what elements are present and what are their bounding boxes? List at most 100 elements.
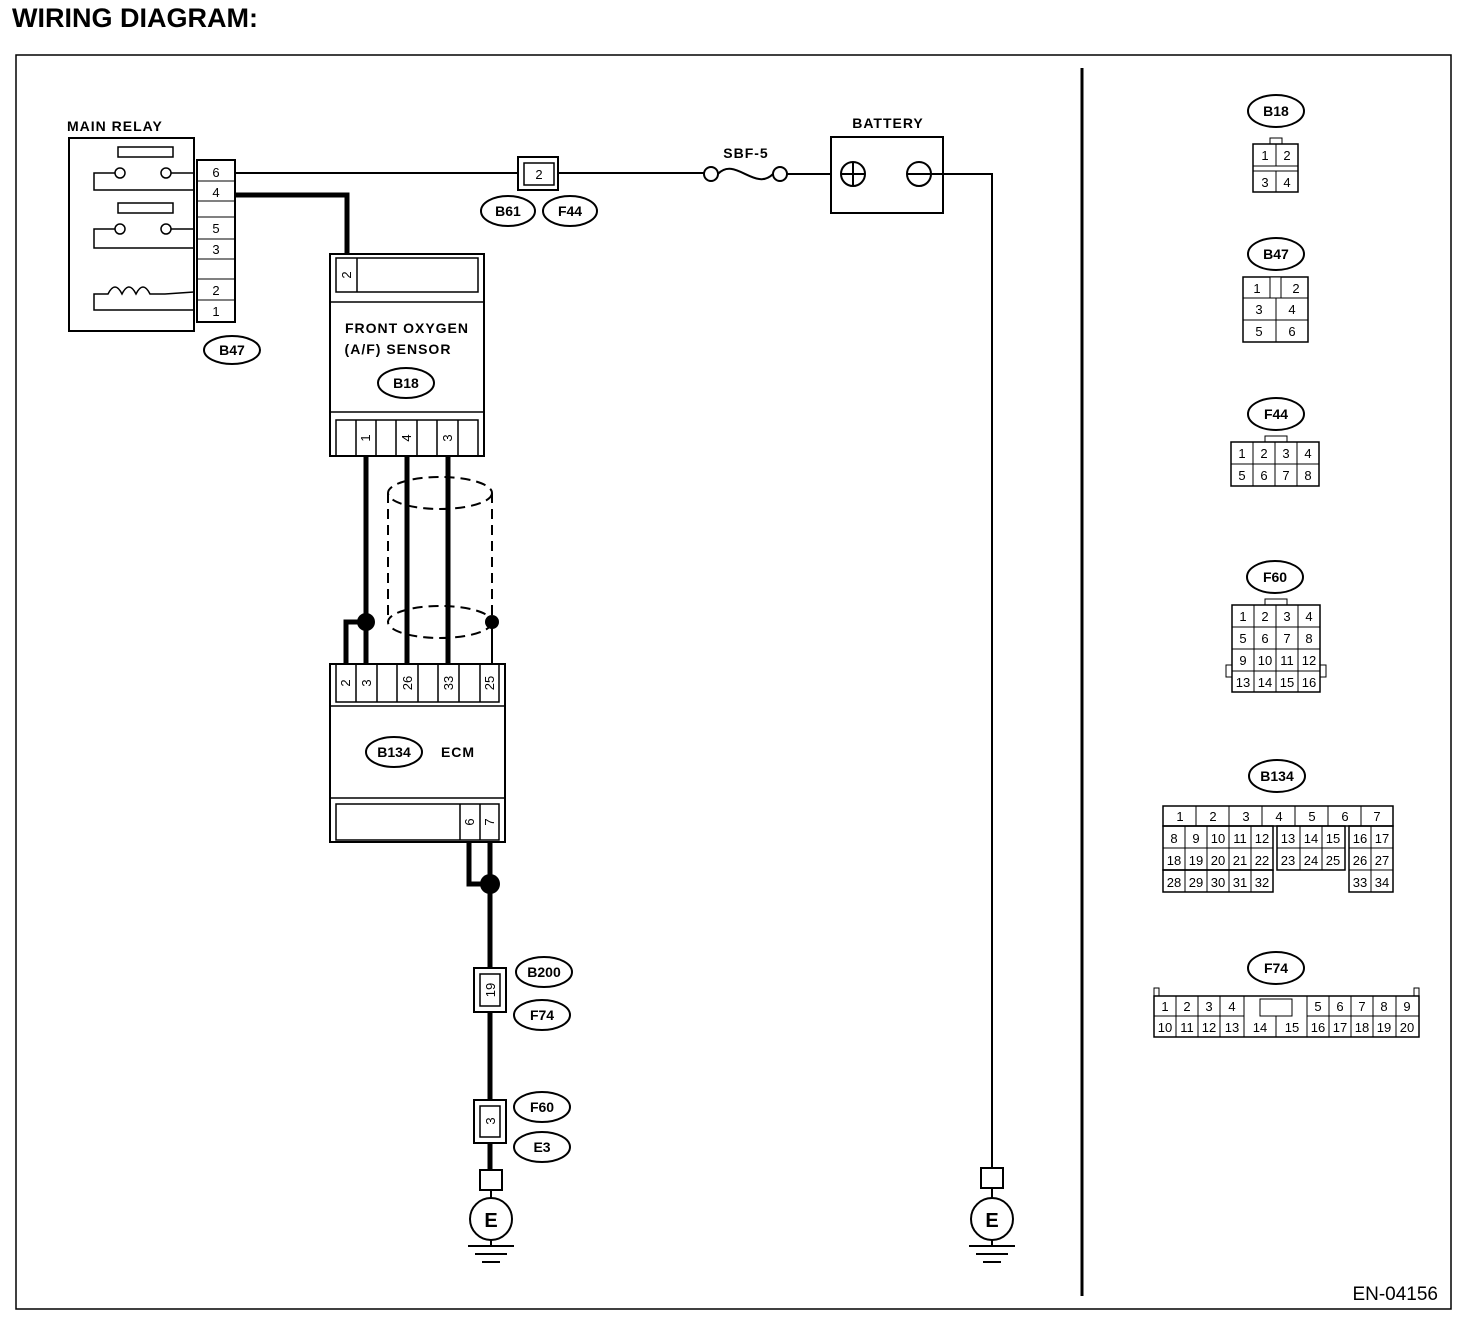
connector-view-f44: F44 1 2 3 4 5 6 7 8 [1230, 397, 1320, 487]
sensor-bottom-pin: 3 [440, 434, 455, 441]
connector-pin: 1 [1261, 148, 1268, 163]
sensor-bottom-pin: 1 [358, 434, 373, 441]
ground-icon: E [468, 1169, 514, 1263]
ground-icon: E [969, 1167, 1015, 1263]
ecm-bottom-pin: 6 [462, 818, 477, 825]
connector-pin: 2 [1183, 999, 1190, 1014]
connector-pin: 3 [1283, 609, 1290, 624]
connector-pin: 20 [1400, 1020, 1414, 1035]
ecm: 2 3 26 33 25 B134 ECM 6 7 [329, 663, 506, 843]
sensor-connector-tag: B18 [393, 375, 419, 391]
relay-pin: 2 [212, 283, 219, 298]
connector-pin: 10 [1211, 831, 1225, 846]
connector-pin: 15 [1285, 1020, 1299, 1035]
relay-pin: 6 [212, 165, 219, 180]
connector-pin: 17 [1375, 831, 1389, 846]
relay-pin: 3 [212, 242, 219, 257]
connector-pin: 30 [1211, 875, 1225, 890]
connector-pin: 34 [1375, 875, 1389, 890]
connector-tag: E3 [533, 1139, 550, 1155]
connector-view-title: F74 [1264, 960, 1288, 976]
connector-pin: 33 [1353, 875, 1367, 890]
connector-pin: 2 [1261, 609, 1268, 624]
connector-pin: 12 [1255, 831, 1269, 846]
joint-f60-e3-pin: 3 [483, 1117, 498, 1124]
junction-dot [357, 613, 375, 631]
connector-pin: 25 [1326, 853, 1340, 868]
connector-pin: 6 [1288, 324, 1295, 339]
ecm-connector-tag: B134 [377, 744, 411, 760]
connector-pin: 4 [1305, 609, 1312, 624]
connector-tag: B61 [495, 203, 521, 219]
connector-view-title: F44 [1264, 406, 1288, 422]
connector-pin: 4 [1275, 809, 1282, 824]
fuse-label: SBF-5 [723, 145, 768, 161]
connector-pin: 5 [1238, 468, 1245, 483]
connector-pin: 4 [1283, 175, 1290, 190]
diagram-code: EN-04156 [1352, 1284, 1438, 1305]
connector-pin: 26 [1353, 853, 1367, 868]
connector-pin: 12 [1302, 653, 1316, 668]
connector-pin: 15 [1280, 675, 1294, 690]
ecm-top-pin: 25 [482, 676, 497, 690]
connector-pin: 11 [1233, 831, 1247, 846]
connector-pin: 15 [1326, 831, 1340, 846]
main-relay-label: MAIN RELAY [67, 118, 163, 134]
connector-pin: 20 [1211, 853, 1225, 868]
connector-pin: 13 [1236, 675, 1250, 690]
connector-pin: 18 [1167, 853, 1181, 868]
joint-b61-f44: 2 B61 F44 [480, 156, 598, 227]
connector-pin: 8 [1305, 631, 1312, 646]
wire-relay-pin4 [235, 192, 350, 255]
relay-pin: 1 [212, 304, 219, 319]
connector-view-f60: F60 1 2 3 4 5 6 7 8 9 10 11 12 13 14 15 … [1225, 560, 1327, 693]
connector-pin: 17 [1333, 1020, 1347, 1035]
connector-pin: 19 [1377, 1020, 1391, 1035]
connector-pin: 5 [1255, 324, 1262, 339]
connector-pin: 14 [1253, 1020, 1267, 1035]
connector-pin: 12 [1202, 1020, 1216, 1035]
connector-pin: 14 [1258, 675, 1272, 690]
connector-pin: 24 [1304, 853, 1318, 868]
connector-pin: 14 [1304, 831, 1318, 846]
connector-view-title: B47 [1263, 246, 1289, 262]
connector-pin: 2 [1209, 809, 1216, 824]
diagram-frame [15, 54, 1452, 1310]
connector-view-title: F60 [1263, 569, 1287, 585]
page-title: WIRING DIAGRAM: [12, 3, 258, 33]
connector-view-title: B134 [1260, 768, 1294, 784]
battery: BATTERY [830, 115, 944, 214]
sensor-label-line1: FRONT OXYGEN [345, 320, 469, 336]
connector-pin: 8 [1304, 468, 1311, 483]
connector-pin: 2 [1292, 281, 1299, 296]
connector-view-b134: B134 1 2 3 4 5 6 7 [1162, 759, 1394, 893]
connector-pin: 18 [1355, 1020, 1369, 1035]
connector-pin: 5 [1308, 809, 1315, 824]
connector-pin: 9 [1192, 831, 1199, 846]
connector-tag: F74 [530, 1007, 554, 1023]
connector-pin: 7 [1373, 809, 1380, 824]
connector-pin: 13 [1281, 831, 1295, 846]
connector-pin: 2 [1283, 148, 1290, 163]
connector-view-title: B18 [1263, 103, 1289, 119]
ground-label: E [484, 1210, 497, 1232]
connector-view-b18: B18 1 2 3 4 [1247, 94, 1305, 193]
relay-connector-tag: B47 [219, 342, 245, 358]
ecm-label: ECM [441, 744, 475, 760]
connector-tag: F44 [558, 203, 582, 219]
connector-pin: 3 [1282, 446, 1289, 461]
connector-pin: 32 [1255, 875, 1269, 890]
joint-b61-f44-pin: 2 [535, 167, 542, 182]
joint-f60-e3: 3 F60 E3 [473, 1091, 571, 1163]
connector-pin: 7 [1283, 631, 1290, 646]
battery-label: BATTERY [852, 115, 924, 131]
connector-pin: 4 [1304, 446, 1311, 461]
sensor-top-pin: 2 [339, 271, 354, 278]
ecm-bottom-pin: 7 [482, 818, 497, 825]
fuse-sbf5: SBF-5 [703, 145, 788, 182]
connector-pin: 6 [1336, 999, 1343, 1014]
connector-pin: 11 [1280, 653, 1294, 668]
joint-b200-f74: 19 B200 F74 [473, 956, 573, 1031]
connector-pin: 7 [1282, 468, 1289, 483]
